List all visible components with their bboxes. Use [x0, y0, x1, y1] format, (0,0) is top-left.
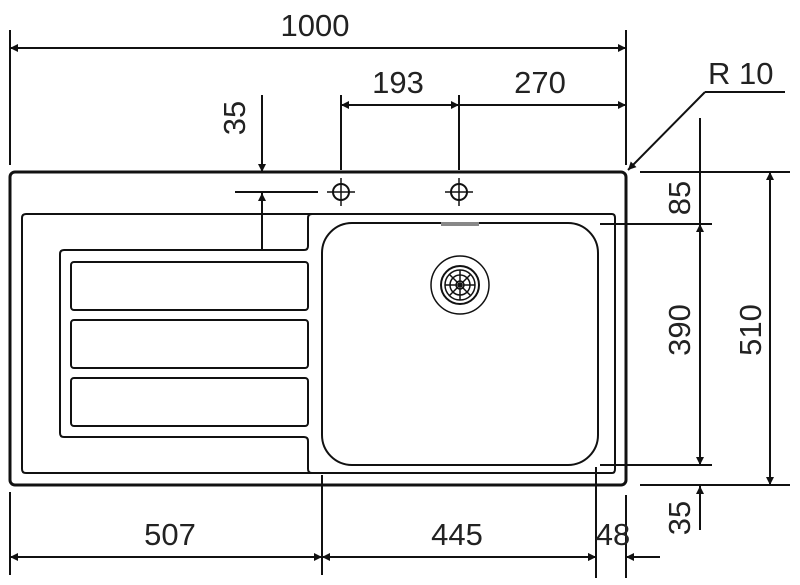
bowl: [321, 222, 599, 466]
dim-tap-from-back: 35: [217, 95, 318, 250]
dim-label: 85: [662, 181, 697, 215]
dim-label: 1000: [281, 8, 350, 43]
dim-label: 390: [662, 304, 697, 356]
dim-label: 193: [372, 65, 424, 100]
dim-label: 445: [431, 517, 483, 552]
dim-label: 270: [514, 65, 566, 100]
overflow-slot: [441, 222, 479, 226]
dim-overall-width: 1000: [9, 8, 627, 165]
dim-label: 35: [217, 101, 252, 135]
dim-label: 507: [144, 517, 196, 552]
dim-corner-radius: R 10: [627, 56, 785, 171]
sink-outline: [8, 170, 628, 487]
drain-icon: [430, 255, 490, 315]
tap-hole-icon: [327, 178, 355, 206]
dim-label: 35: [662, 501, 697, 535]
dim-tap-spacing: 193 270: [340, 65, 626, 170]
dim-bottom: 507 445 48: [9, 467, 660, 578]
dim-vertical: 85 390 510 35: [600, 118, 790, 535]
dim-label: R 10: [708, 56, 773, 91]
tap-hole-icon: [445, 178, 473, 206]
dim-label: 510: [733, 304, 768, 356]
dim-label: 48: [596, 517, 630, 552]
drainer-grooves: [70, 261, 309, 427]
